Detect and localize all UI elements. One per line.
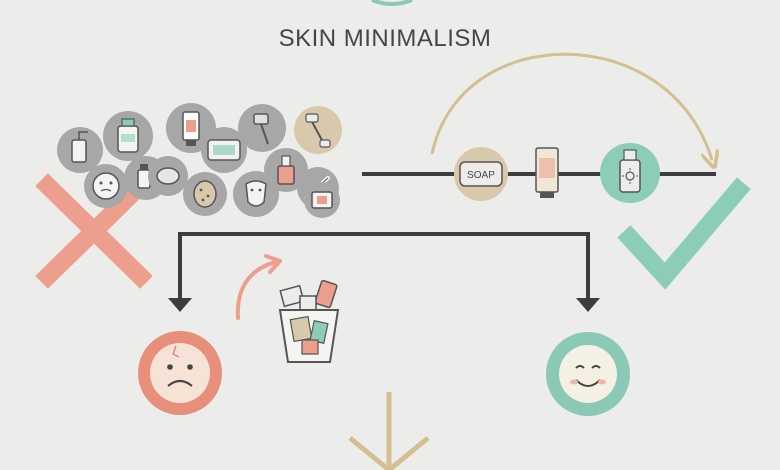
- cream-jar-icon: [201, 127, 247, 173]
- discard-arrow: [235, 254, 282, 320]
- soap-label: SOAP: [467, 170, 495, 181]
- happy-face-icon: [546, 332, 630, 416]
- sheet-mask-icon: [233, 171, 279, 217]
- sponge-icon: [183, 172, 227, 216]
- compact-icon: [148, 156, 188, 196]
- sunscreen-bottle-icon: [600, 143, 660, 203]
- aging-face-icon: [84, 164, 128, 208]
- pump-bottle-icon: [57, 127, 103, 173]
- trash-bin-icon: [278, 279, 340, 363]
- page-title: SKIN MINIMALISM: [279, 25, 492, 52]
- lotion-bottle-icon: [103, 111, 153, 161]
- bottom-down-arrow: [348, 392, 430, 470]
- minimalism-curved-arrow: [430, 52, 712, 160]
- cross-icon: [35, 173, 153, 289]
- product-cluster: [57, 103, 342, 218]
- sad-face-icon: [138, 331, 222, 415]
- top-decor-arc: [371, 0, 413, 6]
- face-roller-icon: [238, 104, 286, 152]
- face-roller-icon: [294, 106, 342, 154]
- cleanser-tube-icon: [535, 147, 559, 198]
- dropper-bottle-icon: [264, 148, 308, 192]
- branch-connector: [168, 232, 600, 312]
- pill-box-icon: [304, 182, 340, 218]
- soap-icon: SOAP: [454, 147, 508, 201]
- checkmark-icon: [617, 177, 751, 290]
